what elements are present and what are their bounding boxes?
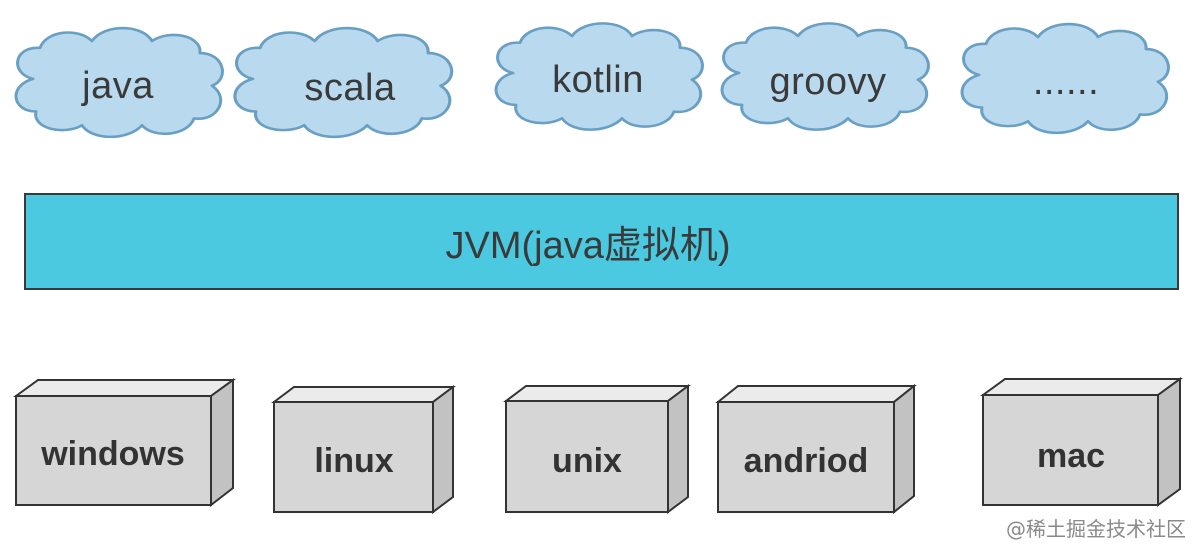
platform-label-linux: linux — [314, 442, 393, 480]
cloud-label-more: ...... — [1033, 61, 1099, 103]
watermark-text: @稀土掘金技术社区 — [1006, 517, 1186, 541]
jvm-bar — [24, 193, 1179, 290]
cloud-label-scala: scala — [304, 67, 396, 109]
jvm-label: JVM(java虚拟机) — [445, 225, 730, 267]
platform-box-andriod — [715, 383, 917, 515]
cloud-label-groovy: groovy — [769, 61, 886, 103]
platform-label-andriod: andriod — [744, 442, 869, 480]
cloud-label-kotlin: kotlin — [552, 59, 644, 101]
platform-label-unix: unix — [552, 442, 622, 480]
platform-box-mac — [979, 377, 1184, 507]
cloud-label-java: java — [81, 65, 154, 107]
platform-label-mac: mac — [1037, 437, 1105, 475]
platform-label-windows: windows — [40, 435, 185, 473]
platform-box-linux — [271, 385, 456, 514]
platform-box-windows — [12, 378, 237, 508]
platform-box-unix — [503, 384, 691, 514]
